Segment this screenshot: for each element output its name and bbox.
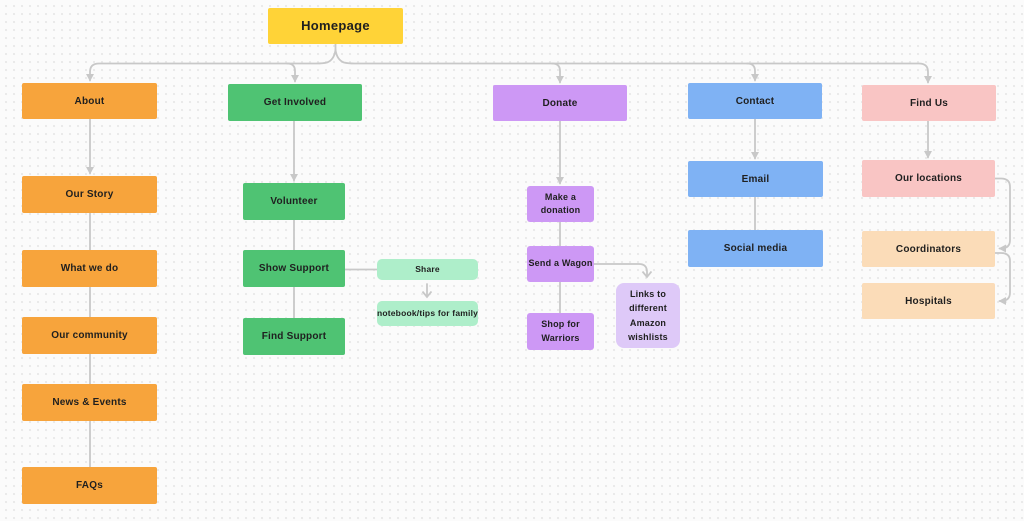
node-label: Our Story: [65, 189, 114, 200]
node-find-us[interactable]: Find Us: [862, 85, 996, 121]
node-label: Volunteer: [270, 196, 318, 207]
node-send-wagon[interactable]: Send a Wagon: [527, 246, 594, 282]
node-what-we-do[interactable]: What we do: [22, 250, 157, 287]
node-label: Coordinators: [895, 243, 962, 255]
node-email[interactable]: Email: [688, 161, 823, 197]
node-label: About: [74, 95, 105, 107]
node-donate[interactable]: Donate: [493, 85, 627, 121]
node-label: Our locations: [894, 173, 963, 184]
node-label: Email: [741, 173, 770, 185]
node-find-support[interactable]: Find Support: [243, 318, 345, 355]
connector-ourlocations-coordinators: [994, 177, 1011, 253]
node-social-media[interactable]: Social media: [688, 230, 823, 267]
node-faqs[interactable]: FAQs: [22, 467, 157, 504]
node-label: Get Involved: [263, 97, 327, 108]
node-show-support[interactable]: Show Support: [243, 250, 345, 287]
connector-sendwagon-wishlists: [593, 263, 647, 277]
connector-trunk-right-to-findus: [334, 49, 932, 84]
node-label: Hospitals: [905, 295, 952, 307]
node-label: Show Support: [258, 263, 330, 274]
node-label: FAQs: [76, 480, 103, 491]
connector-trunk-to-getinvolved: [286, 62, 299, 83]
node-label: Make a donation: [540, 191, 581, 216]
connector-trunk-to-contact: [746, 62, 759, 82]
node-shop-warriors[interactable]: Shop for Warriors: [527, 313, 594, 350]
node-label: Contact: [735, 95, 775, 107]
node-label: Links to different Amazon wishlists: [628, 288, 668, 342]
node-about[interactable]: About: [22, 83, 157, 119]
node-our-community[interactable]: Our community: [22, 317, 157, 354]
node-label: Find Us: [909, 97, 949, 109]
node-label: Send a Wagon: [528, 258, 593, 269]
node-label: Donate: [542, 97, 578, 109]
node-label: News & Events: [52, 397, 127, 408]
node-our-locations[interactable]: Our locations: [862, 160, 995, 197]
node-coordinators[interactable]: Coordinators: [862, 231, 995, 267]
node-label: What we do: [60, 263, 119, 274]
node-volunteer[interactable]: Volunteer: [243, 183, 345, 220]
node-share[interactable]: Share: [377, 259, 478, 280]
node-amazon-wishlists[interactable]: Links to different Amazon wishlists: [616, 283, 680, 348]
node-get-involved[interactable]: Get Involved: [228, 84, 362, 121]
node-make-donation[interactable]: Make a donation: [527, 186, 594, 222]
connector-coordinators-hospitals: [994, 252, 1011, 305]
node-hospitals[interactable]: Hospitals: [862, 283, 995, 319]
node-label: Homepage: [301, 18, 370, 34]
node-label: notebook/tips for family: [376, 308, 479, 319]
node-our-story[interactable]: Our Story: [22, 176, 157, 213]
node-label: Find Support: [261, 331, 327, 342]
node-label: Shop for Warriors: [541, 319, 580, 343]
connector-trunk-to-donate: [551, 62, 564, 84]
node-label: Share: [415, 264, 440, 275]
node-news-events[interactable]: News & Events: [22, 384, 157, 421]
node-notebook-tips[interactable]: notebook/tips for family: [377, 301, 478, 326]
connector-trunk-left-to-about: [86, 49, 337, 82]
node-label: Social media: [723, 243, 788, 254]
node-label: Our community: [51, 330, 128, 341]
node-contact[interactable]: Contact: [688, 83, 822, 119]
node-homepage[interactable]: Homepage: [268, 8, 403, 44]
